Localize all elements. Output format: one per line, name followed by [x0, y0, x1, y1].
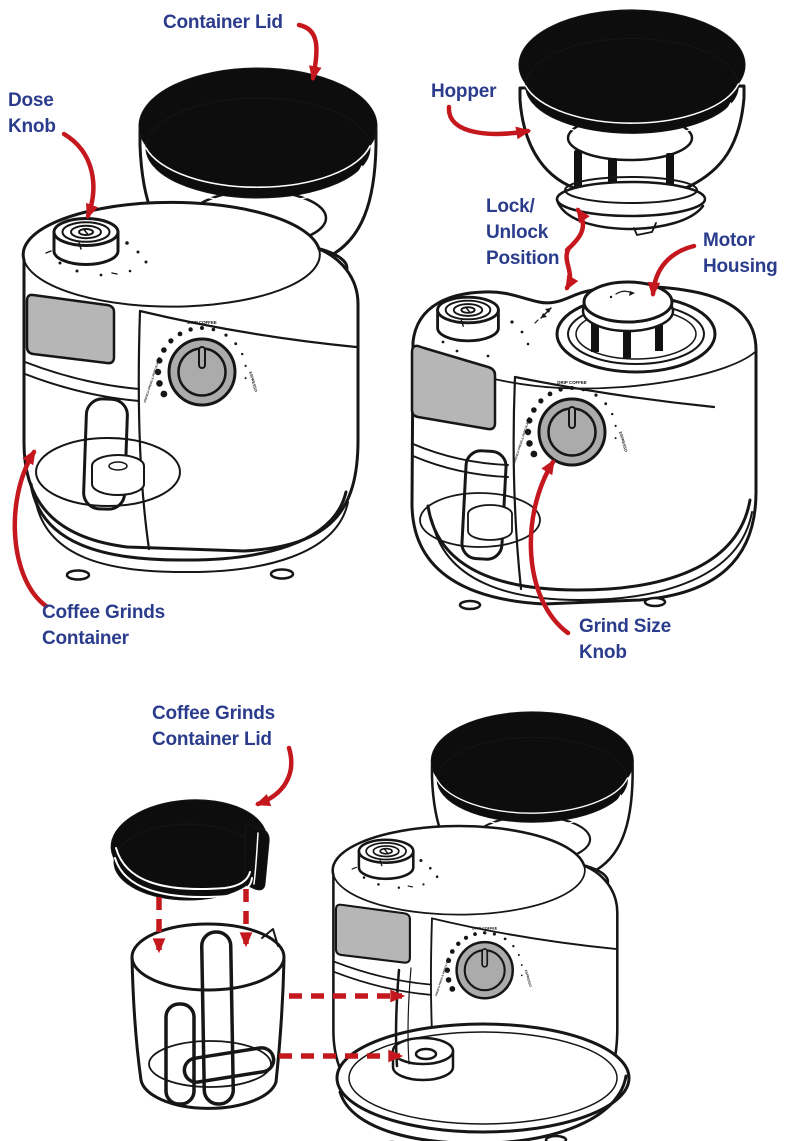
label-line: Dose [8, 90, 54, 111]
label-line: Housing [703, 256, 778, 277]
arrow-lock-unlock-lower [564, 245, 579, 291]
label-line: Grind Size [579, 616, 671, 637]
label-line: Unlock [486, 222, 549, 243]
grinds-container-illustration [35, 397, 181, 511]
motor-housing-illustration [410, 280, 758, 611]
label-line: Container [42, 628, 129, 649]
arrow-coffee-grinds-container [12, 449, 49, 609]
arrow-lock-unlock-upper [564, 207, 590, 253]
arrow-container-lid [296, 22, 322, 82]
label-line: Knob [579, 642, 627, 663]
base-platform-illustration [335, 967, 631, 1141]
grinds-container-lid-illustration [110, 799, 270, 901]
label-lock-unlock-position: Lock/ Unlock Position [486, 194, 560, 272]
label-line: Container Lid [152, 729, 272, 750]
label-line: Lock/ [486, 196, 535, 217]
label-line: Position [486, 248, 560, 269]
label-coffee-grinds-container-lid: Coffee Grinds Container Lid [152, 701, 275, 753]
grinds-container-detached-illustration [130, 922, 286, 1110]
label-grind-size-knob: Grind Size Knob [579, 614, 671, 666]
label-line: Knob [8, 116, 56, 137]
label-line: Container Lid [163, 12, 283, 33]
label-coffee-grinds-container: Coffee Grinds Container [42, 600, 165, 652]
label-dose-knob: Dose Knob [8, 88, 56, 140]
figure-assembled-grinder [23, 68, 377, 581]
label-container-lid: Container Lid [163, 10, 283, 36]
callout-arrows [12, 22, 697, 807]
arrow-dose-knob [61, 131, 99, 219]
arrow-grind-size-knob [528, 459, 571, 636]
assembly-dashed-arrows [152, 889, 406, 1063]
label-motor-housing: Motor Housing [703, 228, 778, 280]
figure-hopper-removed [410, 9, 758, 611]
grinder-base [29, 482, 349, 581]
label-line: Coffee Grinds [152, 703, 276, 724]
label-hopper: Hopper [431, 79, 497, 105]
label-line: Motor [703, 230, 755, 251]
arrow-hopper [446, 104, 532, 140]
figure-container-removed [110, 712, 633, 1141]
label-line: Hopper [431, 81, 497, 102]
arrow-motor-housing [647, 243, 697, 298]
label-line: Coffee Grinds [42, 602, 166, 623]
arrow-grinds-container-lid [255, 745, 294, 807]
hopper-illustration [518, 9, 746, 236]
